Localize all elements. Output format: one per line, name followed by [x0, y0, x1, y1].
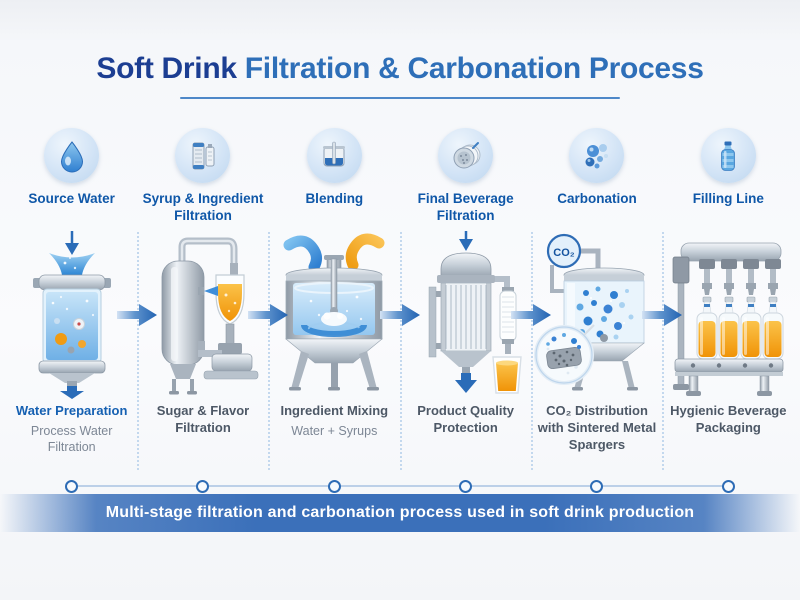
stage-caption: CO₂ Distribution with Sintered Metal Spa…: [531, 403, 662, 457]
stage-caption: Sugar & Flavor Filtration: [137, 403, 268, 440]
caption-title: Water Preparation: [15, 403, 128, 418]
final-filtration-illustration: [428, 231, 522, 394]
stage-grid: Source Water: [6, 122, 794, 457]
carbonation-tank-illustration: CO₂: [533, 233, 645, 391]
stage-label: Syrup & Ingredient Filtration: [142, 191, 264, 223]
caption-title: Ingredient Mixing: [280, 403, 389, 418]
filter-cartridges-icon: [175, 128, 231, 183]
caption-subtitle: Process Water Filtration: [30, 423, 113, 455]
stage-label: Filling Line: [692, 191, 764, 206]
stage-column-blending: Blending: [269, 122, 400, 457]
stage-caption: Water Preparation Process Water Filtrati…: [6, 403, 137, 455]
filter-disc-icon: [438, 128, 494, 183]
footer-banner-text: Multi-stage filtration and carbonation p…: [105, 504, 695, 521]
title-underline: [180, 97, 620, 99]
water-drop-icon: [44, 128, 100, 183]
timeline-dot: [196, 480, 210, 493]
timeline-dot: [65, 480, 79, 493]
arrow-right-icon: [248, 304, 288, 326]
column-separator: [268, 232, 270, 470]
stage-column-carbonation: Carbonation CO₂: [531, 122, 662, 457]
stage-caption: Product Quality Protection: [400, 403, 531, 440]
timeline-dot: [459, 480, 473, 493]
page-title-emphasis: Soft Drink: [96, 52, 237, 85]
bottle-icon: [700, 128, 756, 183]
caption-title: Sugar & Flavor Filtration: [156, 403, 250, 435]
bubbles-icon: [569, 128, 625, 183]
stage-caption: Ingredient Mixing Water + Syrups: [275, 403, 395, 439]
stage-column-final-filtration: Final Beverage Filtration: [400, 122, 531, 457]
blending-tank-illustration: [283, 233, 385, 391]
column-separator: [137, 232, 139, 470]
stage-column-source-water: Source Water: [6, 122, 137, 457]
page-title-rest: Filtration & Carbonation Process: [244, 52, 704, 85]
stage-column-syrup-filtration: Syrup & Ingredient Filtration: [137, 122, 268, 457]
page-title: Soft Drink Filtration & Carbonation Proc…: [0, 52, 800, 86]
arrow-right-icon: [511, 304, 551, 326]
arrow-right-icon: [117, 304, 157, 326]
caption-title: Hygienic Beverage Packaging: [670, 403, 787, 435]
caption-subtitle: Water + Syrups: [291, 423, 378, 438]
timeline-dot: [590, 480, 604, 493]
syrup-filtration-illustration: [161, 237, 259, 395]
stage-label: Source Water: [28, 191, 115, 206]
timeline-dot: [721, 480, 735, 493]
co2-tag-label: CO₂: [553, 247, 575, 259]
stage-label: Carbonation: [557, 191, 637, 206]
water-preparation-illustration: [32, 231, 111, 399]
stage-caption: Hygienic Beverage Packaging: [663, 403, 794, 440]
stage-label: Blending: [305, 191, 364, 206]
mixing-tank-icon: [306, 128, 362, 183]
column-separator: [400, 232, 402, 470]
caption-title: Product Quality Protection: [417, 403, 515, 435]
column-separator: [662, 232, 664, 470]
stage-column-filling-line: Filling Line: [663, 122, 794, 457]
column-separator: [531, 232, 533, 470]
timeline: [6, 480, 794, 493]
caption-title: CO₂ Distribution with Sintered Metal Spa…: [537, 403, 657, 452]
timeline-line: [66, 485, 734, 487]
stage-label: Final Beverage Filtration: [417, 191, 514, 223]
arrow-right-icon: [642, 304, 682, 326]
arrow-right-icon: [380, 304, 420, 326]
footer-banner: Multi-stage filtration and carbonation p…: [0, 494, 800, 532]
timeline-dot: [327, 480, 341, 493]
filling-line-illustration: [672, 242, 784, 396]
